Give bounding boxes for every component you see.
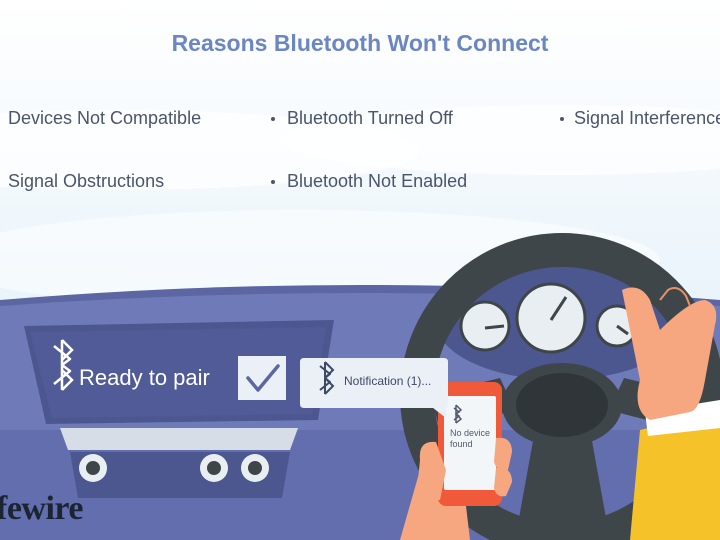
page-title: Reasons Bluetooth Won't Connect	[171, 30, 549, 56]
reason-item: Devices Not Compatible	[8, 108, 202, 128]
bullet-icon	[560, 117, 564, 121]
notification-text: Notification (1)...	[344, 374, 432, 388]
brand-logo: fewire	[0, 490, 83, 527]
reason-item: Bluetooth Not Enabled	[287, 171, 468, 191]
bullet-icon	[271, 180, 275, 184]
bullet-icon	[271, 117, 275, 121]
reason-item: Bluetooth Turned Off	[287, 108, 453, 128]
phone-message: No device found	[450, 428, 491, 449]
reason-item: Signal Interference	[574, 108, 720, 128]
reason-item: Signal Obstructions	[8, 171, 165, 191]
pairing-status: Ready to pair	[79, 365, 210, 390]
